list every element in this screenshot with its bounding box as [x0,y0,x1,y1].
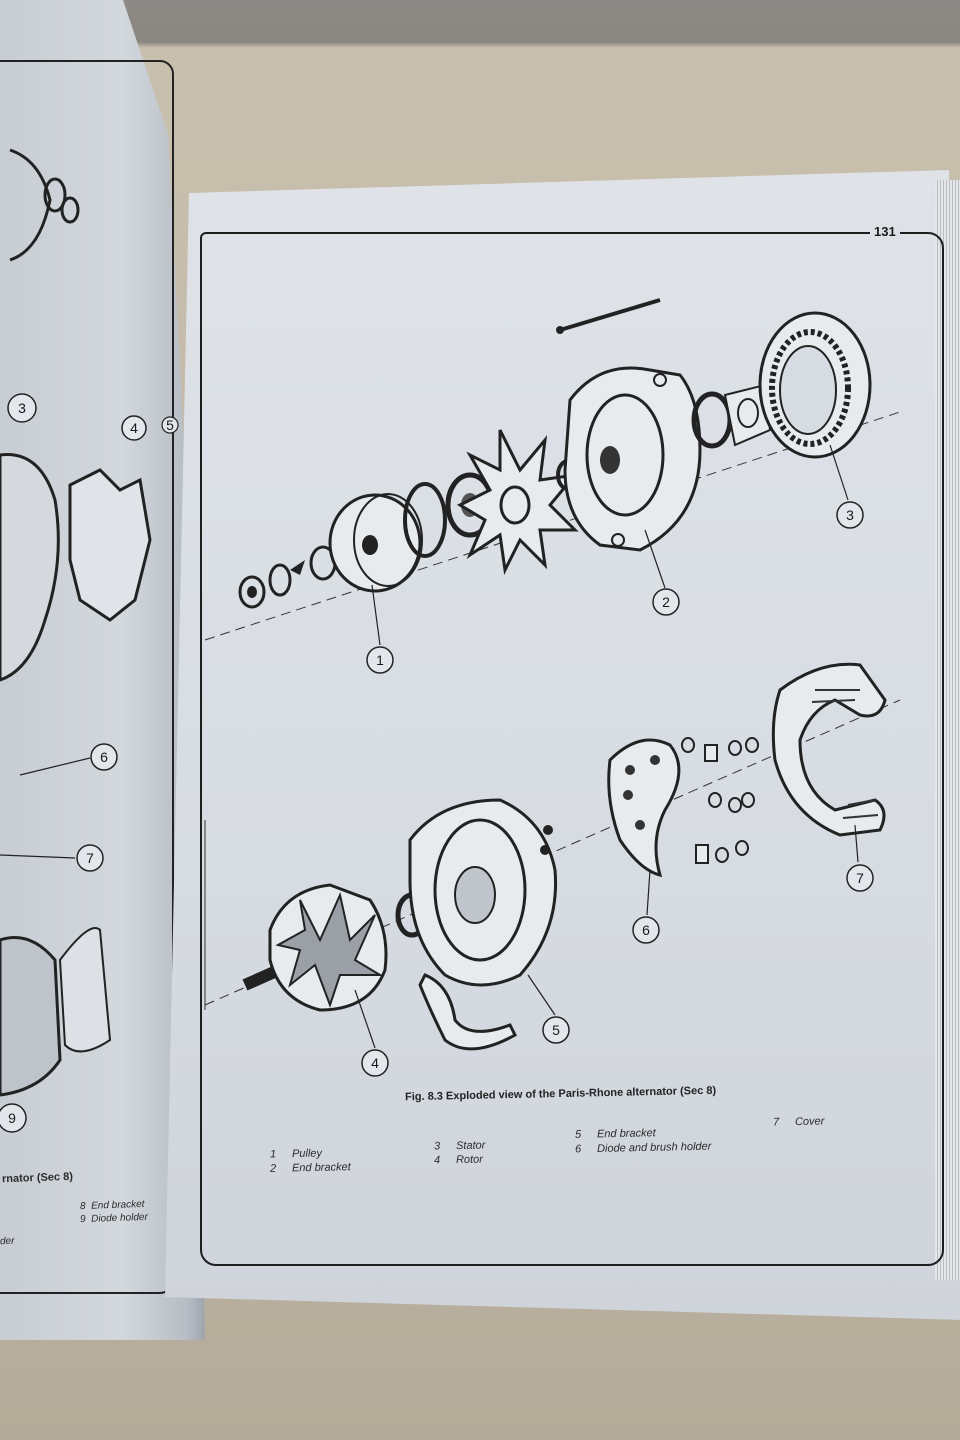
left-callout-4: 4 [121,415,147,441]
svg-text:1: 1 [376,652,384,668]
left-legend-item: 8 End bracket [79,1198,145,1213]
left-page-frame [0,60,174,1294]
left-callout-9: 9 [0,1103,27,1133]
bracket-arm-drawing [418,973,517,1051]
left-callout-3: 3 [7,393,37,423]
left-word-fragment: der [0,1235,15,1248]
callout-1: 1 [366,646,394,674]
svg-text:7: 7 [86,850,94,866]
svg-text:7: 7 [856,870,864,886]
nut-drawing [238,575,266,609]
svg-text:2: 2 [662,594,670,610]
stator-drawing [758,311,872,459]
cover-drawing [771,662,887,837]
rotor-drawing [242,883,388,1012]
svg-text:6: 6 [100,749,108,765]
diode-holder-drawing [607,738,681,878]
svg-text:5: 5 [552,1022,560,1038]
small-parts-drawing [681,737,759,864]
pulley-drawing [328,493,423,593]
left-callout-7: 7 [76,844,104,872]
svg-text:3: 3 [18,400,26,416]
left-callout-5: 5 [161,416,179,434]
svg-text:4: 4 [130,420,138,436]
left-callout-6: 6 [90,743,118,771]
figure-frame [200,232,944,1266]
callout-5: 5 [542,1016,570,1044]
left-page-drawings [0,148,152,1097]
through-bolt-drawing [556,298,661,334]
svg-text:6: 6 [642,922,650,938]
end-bracket-top-drawing [563,366,702,552]
page-number: 131 [870,224,900,239]
callout-6: 6 [632,916,660,944]
fan-spacer-drawing [403,482,447,558]
washer-drawing [268,560,305,597]
svg-text:5: 5 [166,417,174,433]
left-caption-fragment: rnator (Sec 8) [1,1170,74,1186]
page-stack-edge [935,180,960,1280]
svg-text:3: 3 [846,507,854,523]
callout-4: 4 [361,1049,389,1077]
rear-bearing-drawing [691,383,772,449]
callout-2: 2 [652,588,680,616]
svg-text:4: 4 [371,1055,379,1071]
end-bracket-bottom-drawing [408,798,558,987]
fan-drawing [456,429,579,575]
callout-7: 7 [846,864,874,892]
svg-text:9: 9 [8,1110,16,1126]
callout-3: 3 [836,501,864,529]
